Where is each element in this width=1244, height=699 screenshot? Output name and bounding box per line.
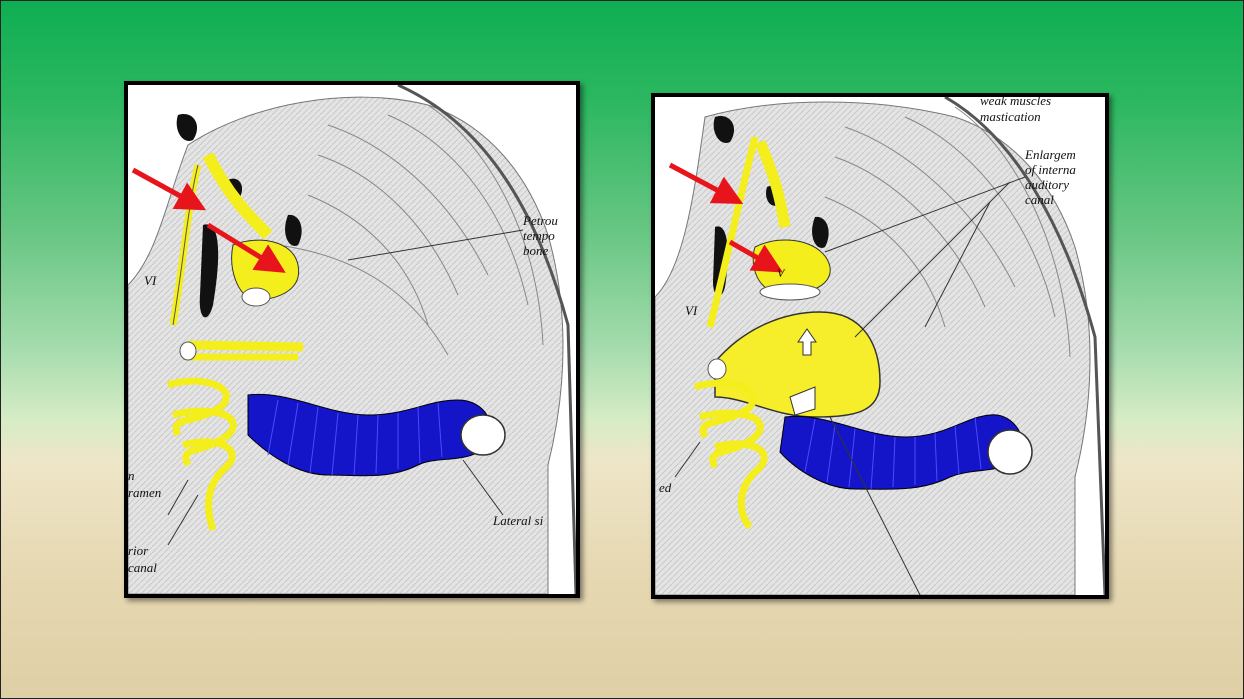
right-anatomy-figure: weak muscles mastication Enlargem of int… <box>651 93 1109 599</box>
label-petrous: Petrou <box>522 213 558 228</box>
facial-stump <box>708 359 726 379</box>
dural-opening <box>177 114 197 141</box>
left-anatomy-figure: Petrou tempo bone VI n ramen rior canal … <box>124 81 580 598</box>
label-mastication: mastication <box>980 109 1041 124</box>
label-foramen-2: ramen <box>128 485 161 500</box>
label-ed: ed <box>659 480 672 495</box>
label-auditory: auditory <box>1025 177 1069 192</box>
label-canal-2: canal <box>128 560 157 575</box>
label-of-internal: of interna <box>1025 162 1076 177</box>
left-anatomy-drawing: Petrou tempo bone VI n ramen rior canal … <box>128 85 576 594</box>
label-lateral-sinus: Lateral si <box>492 513 544 528</box>
facial-nerves <box>188 345 303 347</box>
label-canal: canal <box>1025 192 1054 207</box>
label-enlargement: Enlargem <box>1024 147 1076 162</box>
right-anatomy-drawing: weak muscles mastication Enlargem of int… <box>655 97 1105 595</box>
sinus-end <box>988 430 1032 474</box>
label-foramen-1: n <box>128 468 135 483</box>
label-vi: VI <box>685 303 698 318</box>
trigeminal-stump <box>760 284 820 300</box>
facial-stump <box>180 342 196 360</box>
trigeminal-stump <box>242 288 270 306</box>
label-weak-muscles: weak muscles <box>980 97 1051 108</box>
label-canal-1: rior <box>128 543 149 558</box>
label-temporal: tempo <box>523 228 555 243</box>
label-bone: bone <box>523 243 549 258</box>
label-vi: VI <box>144 273 157 288</box>
sinus-end <box>461 415 505 455</box>
